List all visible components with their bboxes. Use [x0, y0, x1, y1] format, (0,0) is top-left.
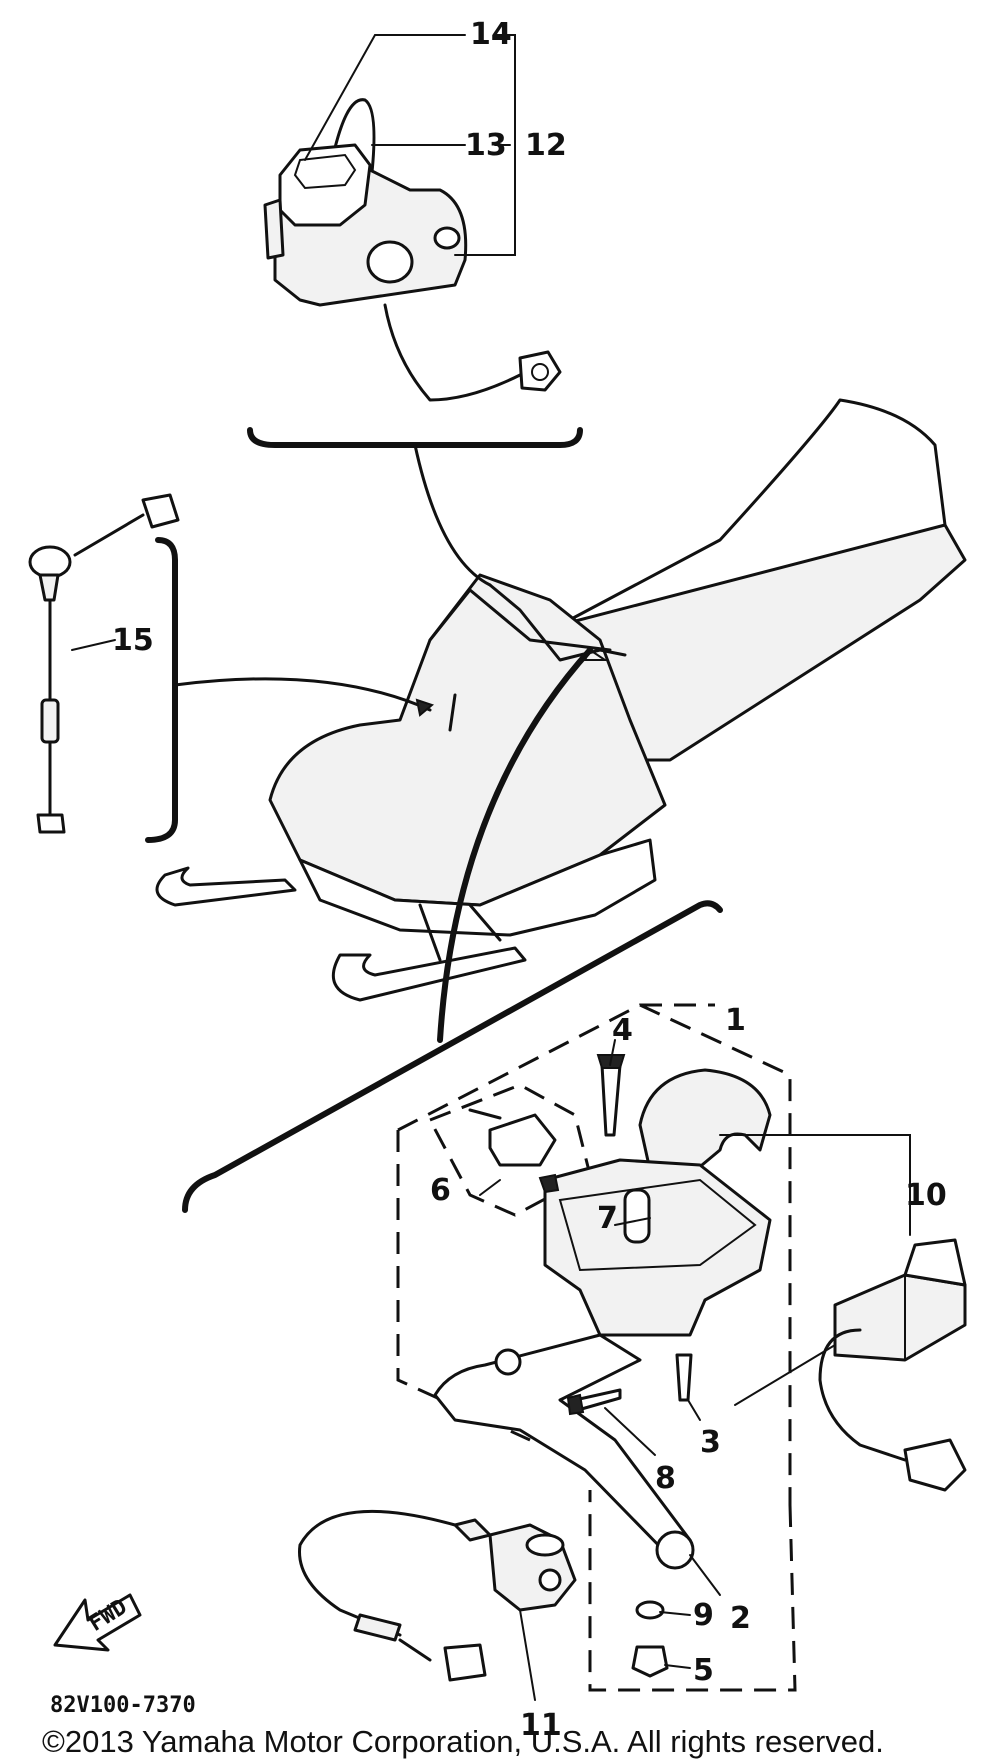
cable-routes	[413, 443, 627, 1043]
callout-15: 15	[112, 623, 154, 658]
callout-11: 11	[520, 1708, 562, 1743]
copyright-text: ©2013 Yamaha Motor Corporation, U.S.A. A…	[42, 1724, 884, 1759]
callout-4: 4	[612, 1013, 633, 1048]
callout-lines-bottom	[479, 1039, 911, 1669]
callout-8: 8	[655, 1461, 676, 1496]
callout-14: 14	[470, 17, 512, 52]
callout-numbers: 14 13 12 15 1 4 6 7 10 3 8 2 9 5 11	[112, 17, 947, 1743]
callout-3: 3	[700, 1425, 721, 1460]
lower-assembly	[396, 1003, 797, 1692]
callout-1: 1	[725, 1003, 746, 1038]
top-assembly	[247, 98, 583, 448]
callout-9: 9	[693, 1598, 714, 1633]
callout-5: 5	[693, 1653, 714, 1688]
frame-line	[182, 900, 723, 1213]
harness-15	[28, 493, 457, 843]
callout-2: 2	[730, 1601, 751, 1636]
unit-10	[734, 1238, 967, 1492]
callout-10: 10	[905, 1178, 947, 1213]
fwd-arrow: FWD	[53, 1593, 142, 1652]
reference-code: 82V100-7370	[50, 1693, 196, 1718]
snowmobile-body	[155, 398, 967, 1002]
callout-lines-top	[304, 34, 516, 256]
sensor-11	[298, 1509, 577, 1701]
callout-13: 13	[465, 128, 507, 163]
callout-7: 7	[597, 1201, 618, 1236]
callout-12: 12	[525, 128, 567, 163]
callout-6: 6	[430, 1173, 451, 1208]
